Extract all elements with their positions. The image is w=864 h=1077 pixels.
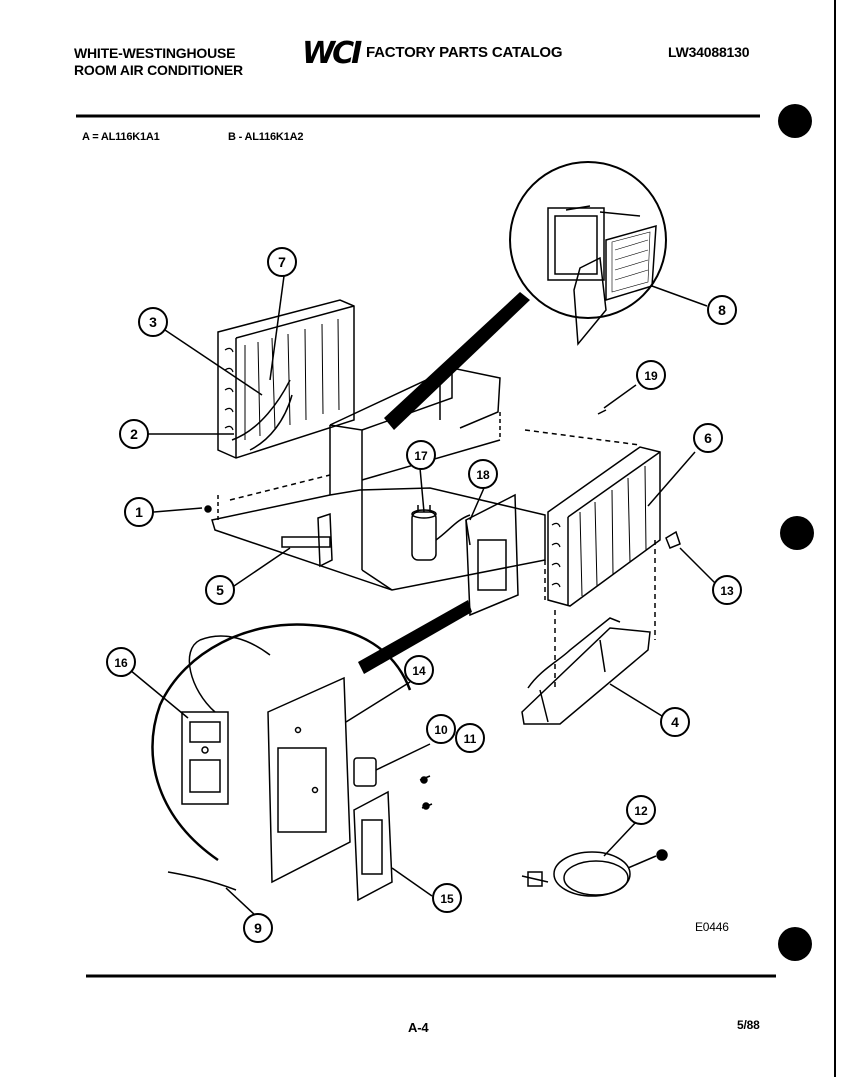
detail-circle-top xyxy=(509,161,667,346)
callout-11-label: 11 xyxy=(464,732,477,746)
drawing-code: E0446 xyxy=(695,920,729,934)
callout-19-label: 19 xyxy=(644,369,658,383)
callout-18 xyxy=(468,459,498,489)
callout-7 xyxy=(267,247,297,277)
callout-bubbles xyxy=(106,247,742,943)
callout-9 xyxy=(243,913,273,943)
callout-16 xyxy=(106,647,136,677)
revision-date: 5/88 xyxy=(737,1018,760,1032)
callout-18-label: 18 xyxy=(476,468,490,482)
drain-pan-drawing xyxy=(521,617,651,725)
callout-11 xyxy=(455,723,485,753)
document-number: LW34088130 xyxy=(668,44,750,60)
callout-8-label: 8 xyxy=(718,302,726,318)
callout-16-label: 16 xyxy=(114,656,128,670)
binder-hole-icon xyxy=(778,927,812,961)
brand-line-1: WHITE-WESTINGHOUSE xyxy=(74,45,236,61)
binder-hole-icon xyxy=(778,104,812,138)
callout-2 xyxy=(119,419,149,449)
callout-3 xyxy=(138,307,168,337)
brand-line-2: ROOM AIR CONDITIONER xyxy=(74,62,243,78)
cabinet-base-drawing xyxy=(211,367,656,690)
callout-13-label: 13 xyxy=(720,584,734,598)
callout-10 xyxy=(426,714,456,744)
callout-14-label: 14 xyxy=(412,664,426,678)
callout-17-label: 17 xyxy=(414,449,428,463)
callout-17 xyxy=(406,440,436,470)
callout-12-label: 12 xyxy=(634,804,648,818)
callout-13 xyxy=(712,575,742,605)
detail-circle-bottom xyxy=(151,623,433,902)
control-bracket-drawing xyxy=(465,493,519,617)
page-number: A-4 xyxy=(408,1020,429,1035)
callout-leaders xyxy=(129,275,717,917)
detail-leader-wedge xyxy=(384,292,530,430)
callout-4-label: 4 xyxy=(671,714,679,730)
capacitor-drawing xyxy=(411,505,471,561)
callout-7-label: 7 xyxy=(278,254,286,270)
wci-logo: WCI xyxy=(300,34,365,71)
condenser-coil-drawing xyxy=(547,446,661,607)
small-hardware-drawing xyxy=(204,409,681,568)
callout-12 xyxy=(626,795,656,825)
callout-6 xyxy=(693,423,723,453)
evaporator-coil-drawing xyxy=(217,299,355,459)
model-a-label: A = AL116K1A1 xyxy=(82,131,160,143)
power-cord-drawing xyxy=(521,849,668,897)
callout-19 xyxy=(636,360,666,390)
callout-9-label: 9 xyxy=(254,920,262,936)
binder-hole-icon xyxy=(780,516,814,550)
callout-6-label: 6 xyxy=(704,430,712,446)
callout-8 xyxy=(707,295,737,325)
callout-15-label: 15 xyxy=(440,892,454,906)
callout-numbers: 1 2 3 4 5 6 7 8 9 10 11 12 13 14 15 16 1… xyxy=(114,254,734,936)
callout-14 xyxy=(404,655,434,685)
callout-1-label: 1 xyxy=(135,504,143,520)
model-b-label: B - AL116K1A2 xyxy=(228,131,304,143)
callout-5-label: 5 xyxy=(216,582,224,598)
callout-3-label: 3 xyxy=(149,314,157,330)
callout-15 xyxy=(432,883,462,913)
callout-1 xyxy=(124,497,154,527)
wci-logo-text: WCI xyxy=(302,36,362,68)
callout-5 xyxy=(205,575,235,605)
callout-10-label: 10 xyxy=(434,723,448,737)
catalog-title: FACTORY PARTS CATALOG xyxy=(366,44,563,61)
callout-4 xyxy=(660,707,690,737)
callout-2-label: 2 xyxy=(130,426,138,442)
